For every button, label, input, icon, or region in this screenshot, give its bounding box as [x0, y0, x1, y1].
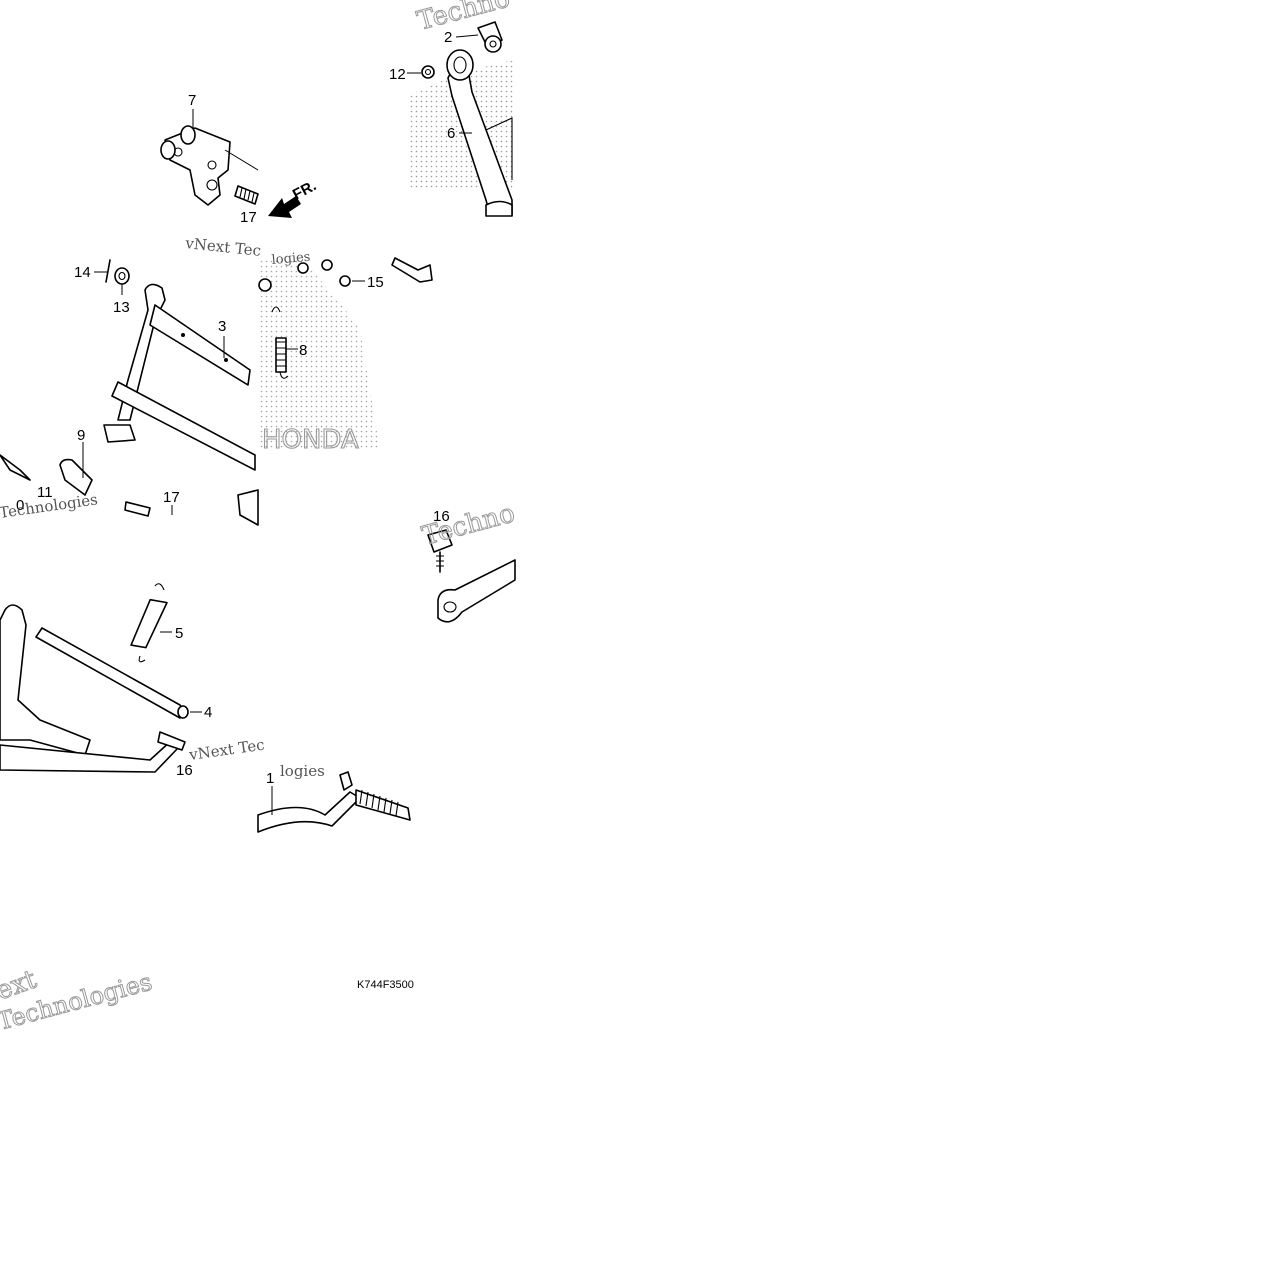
washer-part — [114, 267, 130, 295]
watermark-vnext-mid: vNext Tec — [187, 736, 266, 765]
callout-17-lower: 17 — [163, 489, 180, 506]
diagram-code: K744F3500 — [357, 979, 414, 991]
front-direction-arrow: FR. — [268, 177, 319, 218]
callout-2: 2 — [444, 29, 452, 46]
callout-15: 15 — [367, 274, 384, 291]
stand-lever-part — [437, 559, 516, 623]
stand-shaft-part — [35, 627, 202, 719]
stand-spring-part — [130, 583, 172, 663]
collar-part — [0, 442, 173, 517]
bolt-part — [234, 185, 259, 205]
watermark-vnext-top: vNext Tec — [184, 234, 262, 260]
callout-5: 5 — [175, 625, 183, 642]
side-stand-part — [446, 49, 513, 217]
watermark-logies-top: logies — [271, 250, 311, 268]
callout-3: 3 — [218, 318, 226, 335]
lower-stand-frame — [0, 604, 186, 773]
callout-1: 1 — [266, 770, 274, 787]
nut-part — [421, 65, 435, 79]
small-bolts-part — [258, 257, 433, 292]
return-spring-part — [271, 306, 298, 379]
main-stand-part — [103, 283, 259, 526]
callout-13: 13 — [113, 299, 130, 316]
callout-16-upper: 16 — [433, 508, 450, 525]
watermark-techno-right: Techno — [419, 498, 518, 551]
stand-pedal-part — [257, 771, 411, 833]
honda-watermark-text: HONDA — [262, 425, 359, 455]
flange-bolt-part — [427, 529, 453, 573]
watermark-logies-mid: logies — [280, 762, 325, 780]
callout-8: 8 — [299, 342, 307, 359]
callout-7: 7 — [188, 92, 196, 109]
callout-17-upper: 17 — [240, 209, 257, 226]
callout-16-lower: 16 — [176, 762, 193, 779]
bracket-part — [160, 125, 259, 206]
callout-14: 14 — [74, 264, 91, 281]
honda-watermark-logo: HONDA — [258, 60, 515, 456]
callout-10: 0 — [16, 497, 24, 514]
callout-12: 12 — [389, 66, 406, 83]
callout-4: 4 — [204, 704, 212, 721]
callout-6: 6 — [447, 125, 455, 142]
pivot-bolt-part — [477, 21, 503, 53]
cotter-pin-part — [94, 259, 111, 283]
callout-9: 9 — [77, 427, 85, 444]
callout-11: 11 — [37, 484, 53, 501]
